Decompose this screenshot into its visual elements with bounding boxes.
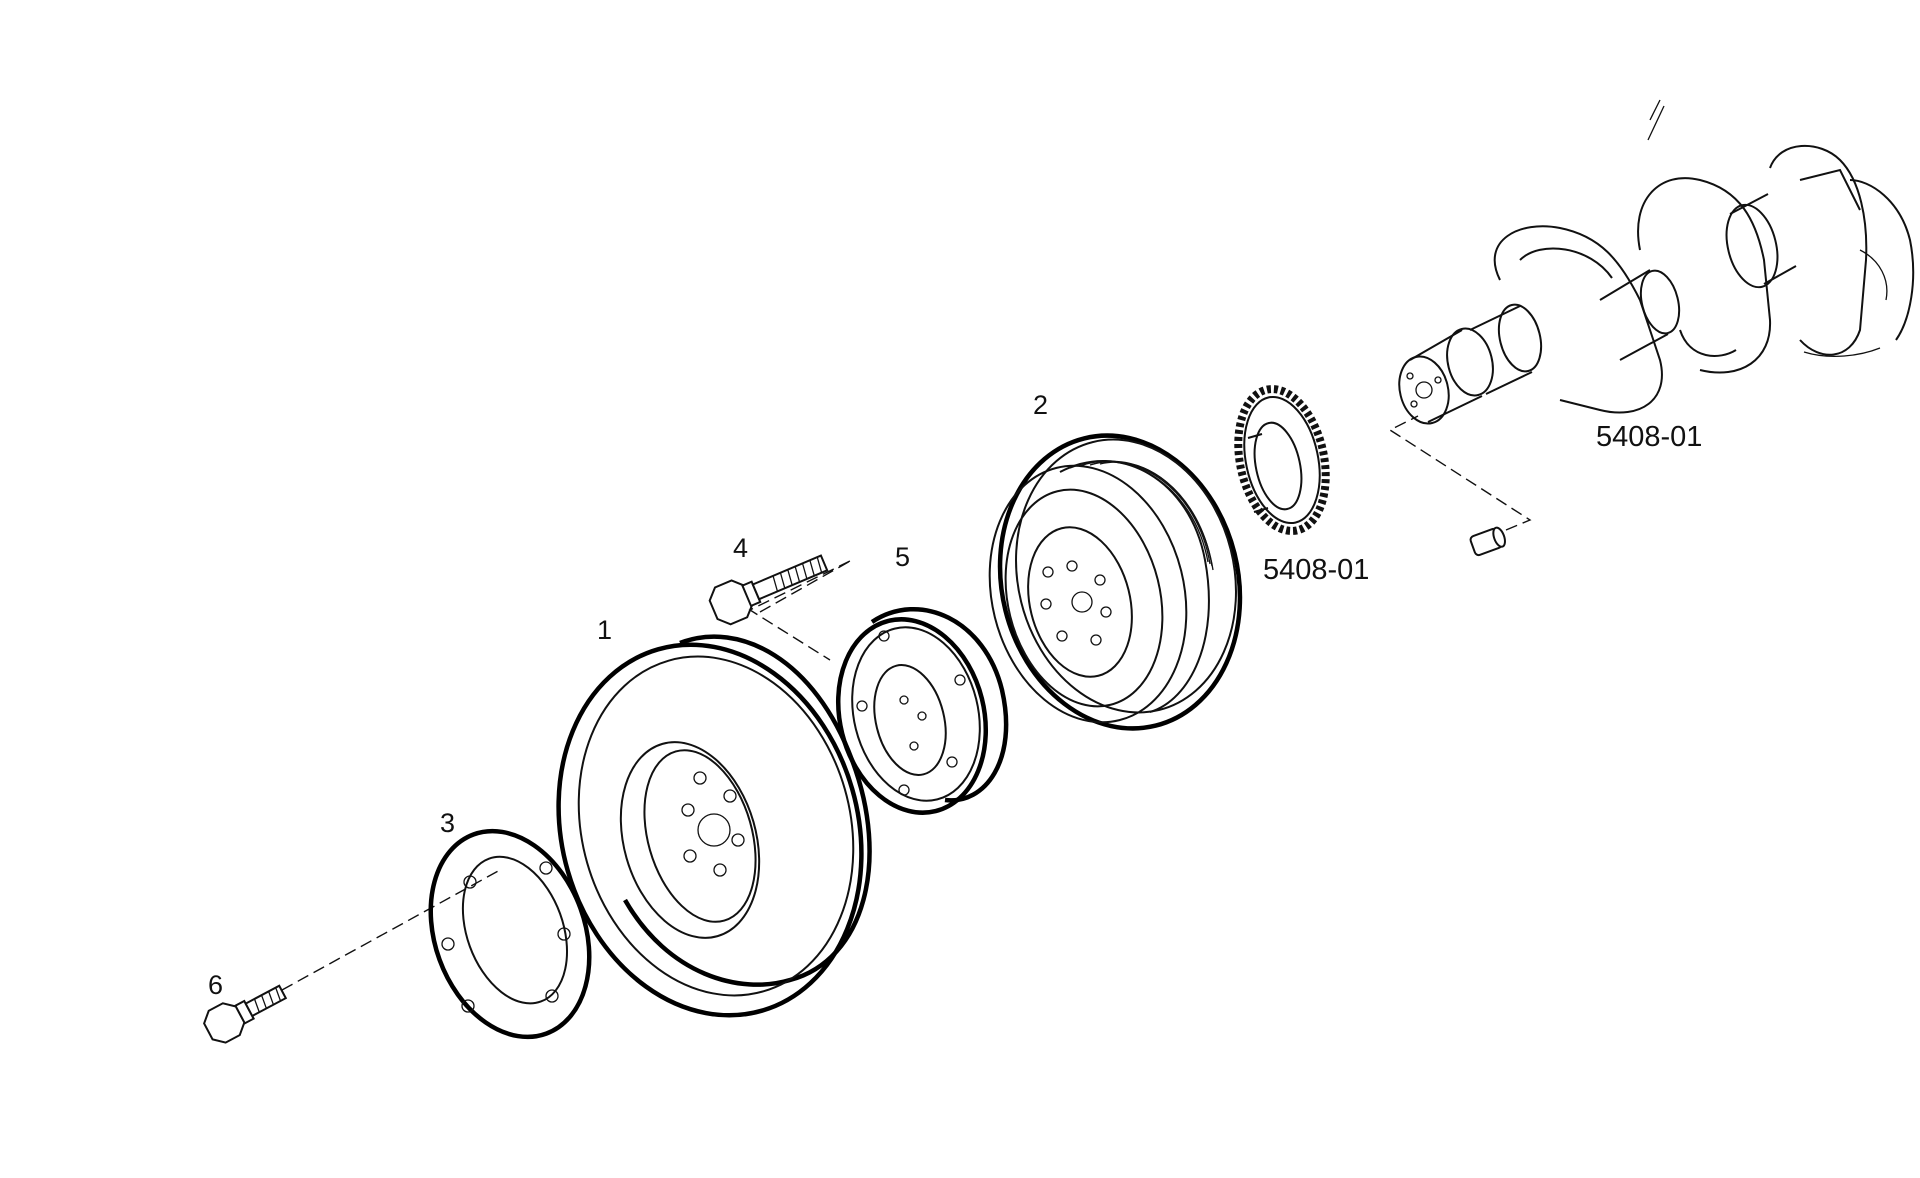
timing-gear	[1234, 385, 1330, 535]
part-1-pulley	[556, 634, 872, 1018]
part-3-spacer-plate	[428, 828, 592, 1040]
callout-3: 3	[440, 808, 455, 838]
part-2-damper-pulley	[988, 433, 1243, 731]
part-5-hub	[835, 606, 1009, 815]
callout-5: 5	[895, 542, 910, 572]
reference-gear: 5408-01	[1263, 554, 1369, 586]
callout-2: 2	[1033, 390, 1048, 420]
assembly-axis-line	[281, 869, 501, 991]
callout-6: 6	[208, 970, 223, 1000]
part-6-bolt	[203, 984, 288, 1044]
assembly-axis-line	[748, 559, 853, 661]
callout-4: 4	[733, 533, 748, 563]
reference-crankshaft: 5408-01	[1596, 421, 1702, 453]
part-4-long-bolt	[708, 554, 829, 626]
assembly-axis-line	[1388, 415, 1532, 531]
crankshaft	[1398, 99, 1915, 425]
dowel-key	[1469, 526, 1506, 557]
callout-1: 1	[597, 615, 612, 645]
